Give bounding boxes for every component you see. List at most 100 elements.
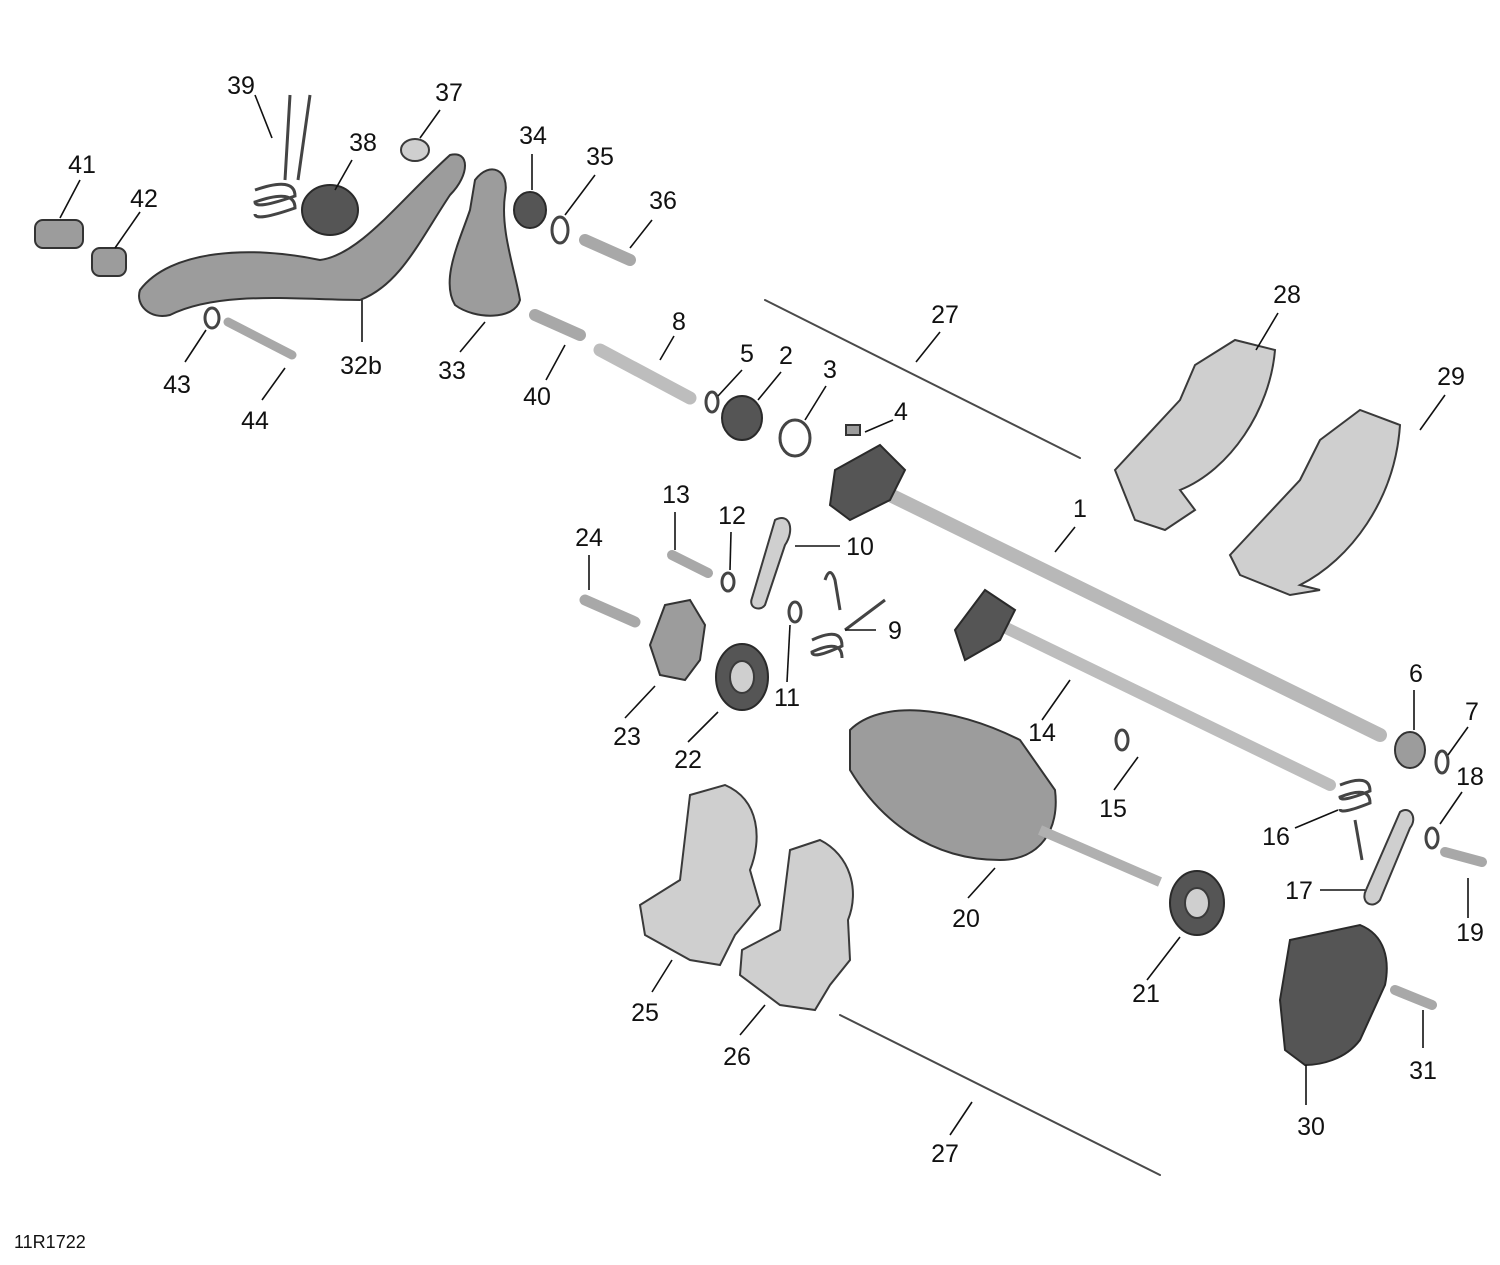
callout-10: 10 <box>846 533 874 561</box>
leader-39 <box>254 94 273 139</box>
leader-20 <box>967 867 996 899</box>
callout-13: 13 <box>662 481 690 509</box>
leader-15 <box>1113 756 1139 791</box>
callout-22: 22 <box>674 746 702 774</box>
leader-14 <box>1041 679 1071 721</box>
leader-26 <box>739 1004 766 1036</box>
bolt-44 <box>223 317 297 360</box>
shift-lever-33 <box>448 168 522 317</box>
callout-7: 7 <box>1465 698 1479 726</box>
diagram-code: 11R1722 <box>14 1232 86 1252</box>
leader-8 <box>659 335 675 361</box>
callout-34: 34 <box>519 122 547 150</box>
leader-33 <box>459 321 486 353</box>
pin-8 <box>593 343 697 405</box>
callout-43: 43 <box>163 371 191 399</box>
bolt-24 <box>579 594 641 628</box>
leader-4 <box>864 419 894 433</box>
bearing-21-inner <box>1184 887 1210 919</box>
leader-35 <box>564 174 596 216</box>
callout-labels: 1 2 3 4 5 6 7 8 9 10 11 12 13 14 15 16 1… <box>68 72 1484 1168</box>
leader-42 <box>114 211 141 249</box>
callout-3: 3 <box>823 356 837 384</box>
leader-3 <box>804 385 827 421</box>
callout-17: 17 <box>1285 877 1313 905</box>
part-4 <box>845 424 861 436</box>
shift-fork-26 <box>738 838 854 1012</box>
leader-11 <box>786 624 791 683</box>
callout-5: 5 <box>740 340 754 368</box>
spring-9 <box>810 571 886 659</box>
clip-5 <box>704 390 720 414</box>
callout-8: 8 <box>672 308 686 336</box>
callout-26: 26 <box>723 1043 751 1071</box>
shaft-27-lower <box>839 1014 1161 1176</box>
callout-27-upper: 27 <box>931 301 959 329</box>
callout-40: 40 <box>523 383 551 411</box>
callout-38: 38 <box>349 129 377 157</box>
star-wheel-23 <box>648 598 707 682</box>
callout-31: 31 <box>1409 1057 1437 1085</box>
callout-27-lower: 27 <box>931 1140 959 1168</box>
clip-15 <box>1114 728 1130 752</box>
callout-4: 4 <box>894 398 908 426</box>
leader-16 <box>1294 809 1339 829</box>
leader-23 <box>624 685 656 719</box>
shift-fork-29 <box>1228 408 1402 597</box>
callout-28: 28 <box>1273 281 1301 309</box>
callout-14: 14 <box>1028 719 1056 747</box>
leader-2 <box>757 371 782 401</box>
washer-12 <box>720 571 736 593</box>
bearing-34 <box>513 191 547 229</box>
link-17 <box>1363 809 1415 906</box>
leader-1 <box>1054 526 1076 553</box>
sleeve-37 <box>400 138 430 162</box>
callout-44: 44 <box>241 407 269 435</box>
callout-2: 2 <box>779 342 793 370</box>
leader-29 <box>1419 394 1446 431</box>
leader-28 <box>1255 312 1279 351</box>
leader-38 <box>334 159 353 191</box>
leader-18 <box>1439 791 1463 825</box>
spring-16 <box>1338 778 1372 861</box>
callout-35: 35 <box>586 143 614 171</box>
callout-21: 21 <box>1132 980 1160 1008</box>
sleeve-42 <box>91 247 127 277</box>
leader-7 <box>1447 726 1469 756</box>
callout-33: 33 <box>438 357 466 385</box>
bearing-6 <box>1394 731 1426 769</box>
sensor-30 <box>1278 923 1388 1067</box>
callout-20: 20 <box>952 905 980 933</box>
shift-drum-20 <box>849 709 1057 862</box>
callout-24: 24 <box>575 524 603 552</box>
lever-arm-32b <box>138 153 466 317</box>
leader-40 <box>545 344 566 381</box>
callout-9: 9 <box>888 617 902 645</box>
sleeve-41 <box>34 219 84 249</box>
bushing-38 <box>301 184 359 236</box>
leader-27b <box>949 1101 973 1136</box>
callout-11: 11 <box>774 684 800 712</box>
callout-41: 41 <box>68 151 96 179</box>
washer-18 <box>1424 826 1440 850</box>
callout-29: 29 <box>1437 363 1465 391</box>
leader-37 <box>419 109 441 139</box>
leader-22 <box>687 711 719 743</box>
callout-15: 15 <box>1099 795 1127 823</box>
callout-39: 39 <box>227 72 255 100</box>
leader-41 <box>59 179 81 219</box>
leader-44 <box>261 367 286 401</box>
leader-25 <box>651 959 673 993</box>
shift-shaft-1 <box>873 483 1387 742</box>
bolt-36 <box>579 234 636 266</box>
washer-43 <box>203 306 221 330</box>
callout-12: 12 <box>718 502 746 530</box>
leader-43 <box>184 329 207 363</box>
drum-shaft-20 <box>1038 825 1162 887</box>
shaft-14 <box>994 619 1336 791</box>
leader-27a <box>915 331 941 363</box>
arm-10 <box>750 517 792 610</box>
callout-19: 19 <box>1456 919 1484 947</box>
callout-37: 37 <box>435 79 463 107</box>
